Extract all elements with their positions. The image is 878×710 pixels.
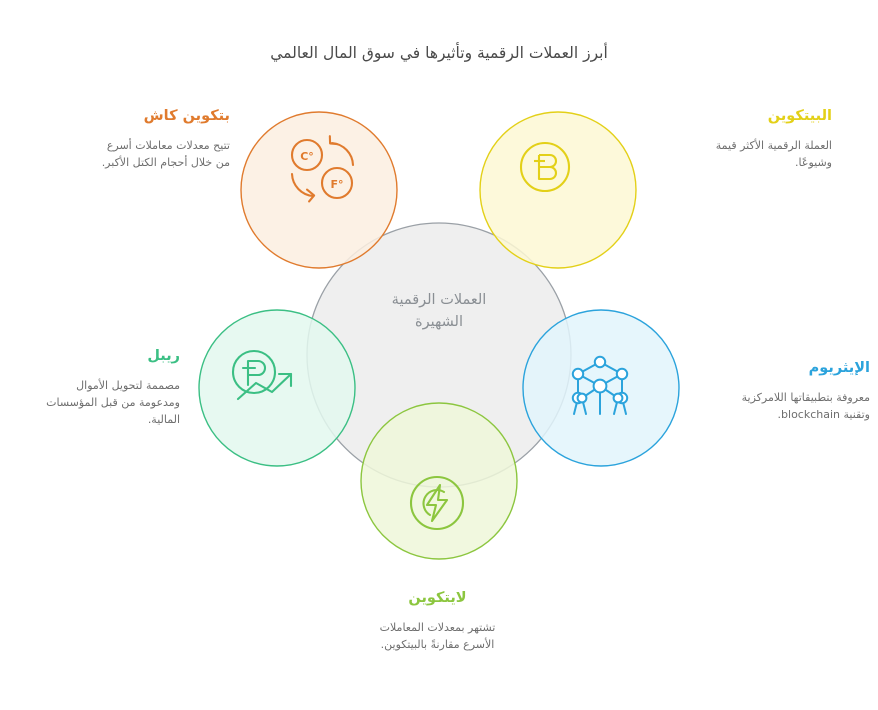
circle-bitcoin[interactable] [479,111,637,269]
desc-line: وشيوعًا. [795,156,832,170]
desc-line: تشتهر بمعدلات المعاملات [379,621,496,635]
icon-label-fahrenheit: °F [330,178,343,191]
center-label-line1: العملات الرقمية [392,292,487,308]
label-litecoin[interactable]: لايتكوين تشتهر بمعدلات المعاملات الأسرع … [330,590,545,653]
label-title-litecoin: لايتكوين [408,590,467,606]
desc-line: مصممة لتحويل الأموال [76,379,180,393]
label-bitcoin-cash[interactable]: بتكوين كاش تتيح معدلات معاملات أسرع من خ… [50,108,230,171]
label-ripple[interactable]: ريبل مصممة لتحويل الأموال ومدعومة من قبل… [8,348,180,429]
label-desc-litecoin: تشتهر بمعدلات المعاملات الأسرع مقارنةً ب… [330,619,545,653]
page-title: أبرز العملات الرقمية وتأثيرها في سوق الم… [270,44,608,62]
label-desc-ripple: مصممة لتحويل الأموال ومدعومة من قبل المؤ… [8,377,180,428]
temperature-exchange-icon [290,135,355,203]
label-bitcoin[interactable]: البيتكوين العملة الرقمية الأكثر قيمة وشي… [636,108,832,171]
circle-bitcoin-cash[interactable] [240,111,398,269]
bitcoin-coin-icon [519,141,571,193]
circle-litecoin[interactable] [360,402,518,560]
label-desc-ethereum: معروفة بتطبيقاتها اللامركزية وتقنية bloc… [694,389,870,423]
desc-line: من خلال أحجام الكتل الأكبر. [101,156,230,170]
desc-line: تتيح معدلات معاملات أسرع [106,139,230,153]
label-title-ripple: ريبل [147,348,180,364]
desc-line: ومدعومة من قبل المؤسسات [46,396,180,410]
label-title-bitcoin: البيتكوين [767,108,832,124]
lightning-coin-icon [409,475,465,531]
atomium-network-icon [571,355,629,415]
desc-line: الأسرع مقارنةً بالبيتكوين. [380,638,495,652]
label-ethereum[interactable]: الإيثريوم معروفة بتطبيقاتها اللامركزية و… [694,360,870,423]
icon-label-celsius: °C [300,150,314,163]
label-desc-bitcoin: العملة الرقمية الأكثر قيمة وشيوعًا. [636,137,832,171]
desc-line: المالية. [147,413,180,427]
label-title-ethereum: الإيثريوم [808,360,870,376]
desc-line: وتقنية blockchain. [777,408,870,422]
label-title-bitcoin-cash: بتكوين كاش [143,108,230,124]
desc-line: العملة الرقمية الأكثر قيمة [715,139,832,153]
coin-growth-arrow-icon [231,349,293,401]
desc-line: معروفة بتطبيقاتها اللامركزية [741,391,870,405]
label-desc-bitcoin-cash: تتيح معدلات معاملات أسرع من خلال أحجام ا… [50,137,230,171]
center-label-line2: الشهيرة [415,314,463,330]
